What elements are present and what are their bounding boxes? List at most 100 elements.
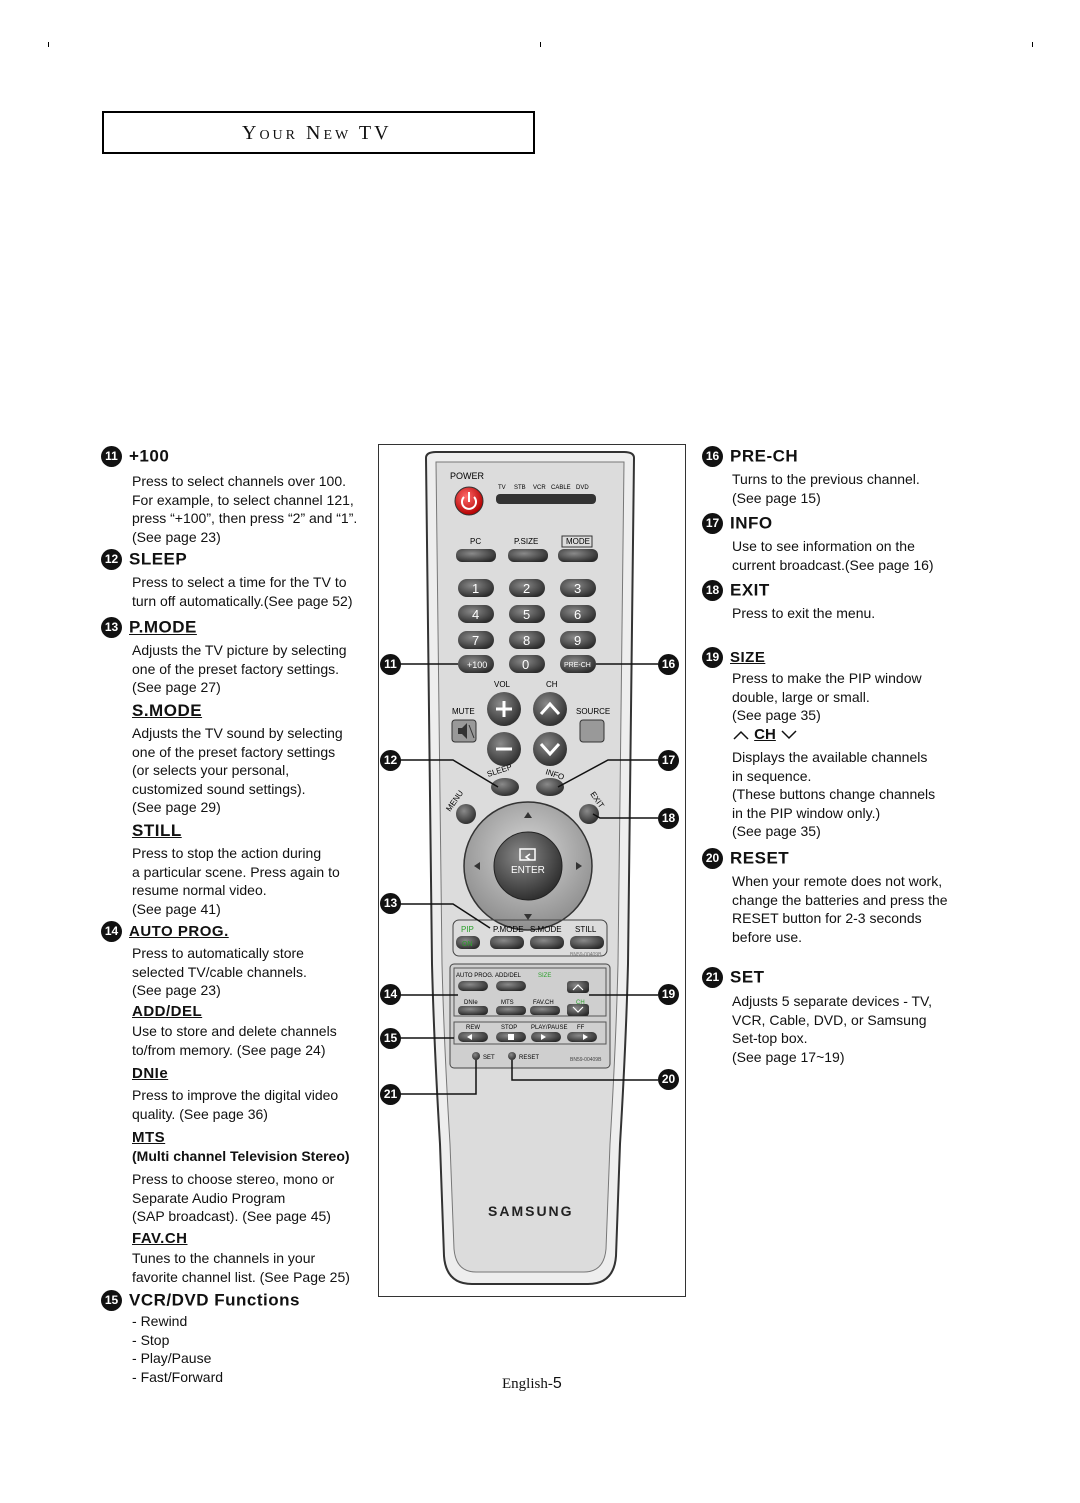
- info-button[interactable]: [536, 778, 564, 796]
- still-button[interactable]: [570, 936, 604, 949]
- digit-3-button[interactable]: [560, 579, 596, 597]
- pip-ch-down-button[interactable]: [567, 1004, 589, 1016]
- mode-select-button[interactable]: [558, 549, 598, 562]
- psize-button[interactable]: [508, 549, 548, 562]
- subsection-title: S.MODE: [132, 701, 203, 720]
- digit-6-button[interactable]: [560, 605, 596, 623]
- section-number: 18: [702, 580, 723, 601]
- ff-label: FF: [577, 1025, 585, 1031]
- chevron-up-icon: [733, 730, 749, 740]
- device-dvd: DVD: [576, 485, 589, 491]
- play-pause-label: PLAY/PAUSE: [531, 1025, 567, 1031]
- section-body: Press to exit the menu.: [732, 605, 876, 621]
- digit-5-button[interactable]: [509, 605, 545, 623]
- stop-label: STOP: [501, 1025, 517, 1031]
- nav-left-icon: [474, 862, 480, 870]
- pip-ch-up-button[interactable]: [567, 981, 589, 993]
- fast-forward-button[interactable]: [567, 1032, 597, 1042]
- section-title: RESET: [730, 848, 790, 868]
- list-item: Rewind: [132, 1312, 223, 1331]
- fav-ch-button[interactable]: [530, 1006, 560, 1015]
- callout-21: 21: [380, 1084, 401, 1105]
- remote-figure-frame: [378, 444, 686, 1297]
- digit-2-button[interactable]: [509, 579, 545, 597]
- section-number: 21: [702, 967, 723, 988]
- section-body: Press to automatically store selected TV…: [132, 945, 307, 998]
- pip-on-button[interactable]: [456, 936, 480, 949]
- section-number: 17: [702, 513, 723, 534]
- exit-button[interactable]: [579, 804, 599, 824]
- callout-12: 12: [380, 750, 401, 771]
- sleep-button[interactable]: [491, 778, 519, 796]
- digit-4-button[interactable]: [458, 605, 494, 623]
- mode-button[interactable]: [561, 535, 593, 548]
- smode-button[interactable]: [530, 936, 564, 949]
- digit-4-label: 4: [472, 607, 479, 622]
- section-title: +100: [129, 446, 170, 466]
- digit-9-button[interactable]: [560, 631, 596, 649]
- callout-14: 14: [380, 984, 401, 1005]
- digit-1-label: 1: [472, 581, 479, 596]
- nav-down-icon: [524, 914, 532, 920]
- section-body: Adjusts 5 separate devices - TV, VCR, Ca…: [732, 993, 932, 1065]
- chevron-up-icon: [539, 701, 561, 716]
- section-title: VCR/DVD Functions: [129, 1290, 300, 1310]
- pc-button[interactable]: [456, 549, 496, 562]
- page-footer: English-5: [502, 1375, 562, 1393]
- ch-down-button[interactable]: [533, 732, 567, 766]
- ch-subsection-title: CH: [732, 726, 798, 743]
- set-button[interactable]: [472, 1052, 480, 1060]
- model-code: BN59-00409B: [570, 952, 602, 958]
- vcr-functions-list: Rewind Stop Play/Pause Fast/Forward: [132, 1312, 223, 1386]
- section-size: 19 SIZE: [702, 647, 765, 668]
- device-selector-button[interactable]: [496, 494, 596, 504]
- prech-button[interactable]: [560, 655, 596, 673]
- digit-7-button[interactable]: [458, 631, 494, 649]
- plus100-button[interactable]: [458, 655, 494, 673]
- callout-20: 20: [658, 1069, 679, 1090]
- pip-ch-label: CH: [576, 1000, 585, 1006]
- section-title: P.MODE: [129, 617, 197, 637]
- section-body: Turns to the previous channel. (See page…: [732, 471, 920, 506]
- auto-prog-button[interactable]: [458, 981, 488, 991]
- section-plus100: 11+100: [101, 446, 169, 467]
- subsection-body: Press to improve the digital video quali…: [132, 1087, 339, 1122]
- mts-button[interactable]: [496, 1006, 526, 1015]
- source-button[interactable]: [579, 719, 605, 743]
- enter-label: ENTER: [511, 865, 545, 876]
- add-del-button[interactable]: [496, 981, 526, 991]
- dnie-button[interactable]: [458, 1006, 488, 1015]
- section-body: When your remote does not work, change t…: [732, 873, 948, 945]
- rewind-button[interactable]: [458, 1032, 488, 1042]
- reset-button[interactable]: [508, 1052, 516, 1060]
- digit-8-button[interactable]: [509, 631, 545, 649]
- pmode-label: P.MODE: [493, 925, 524, 934]
- plus-icon: [496, 701, 512, 717]
- ch-up-button[interactable]: [533, 692, 567, 726]
- pmode-button[interactable]: [490, 936, 524, 949]
- subsection-body: Press to stop the action during a partic…: [132, 845, 340, 917]
- enter-button[interactable]: [493, 831, 563, 901]
- digit-1-button[interactable]: [458, 579, 494, 597]
- digit-0-button[interactable]: [509, 655, 545, 673]
- section-number: 19: [702, 647, 723, 668]
- section-number: 12: [101, 549, 122, 570]
- nav-right-icon: [576, 862, 582, 870]
- section-number: 13: [101, 617, 122, 638]
- digit-3-label: 3: [574, 581, 581, 596]
- crop-mark: [1032, 42, 1033, 47]
- enter-icon: [519, 848, 536, 861]
- ch-label: CH: [546, 680, 558, 689]
- pc-label: PC: [470, 537, 481, 546]
- add-del-label: ADD/DEL: [495, 973, 522, 979]
- model-code: BN59-00409B: [570, 1057, 602, 1063]
- menu-button[interactable]: [456, 804, 476, 824]
- section-pmode: 13 P.MODE: [101, 617, 197, 638]
- fav-ch-label: FAV.CH: [533, 1000, 554, 1006]
- psize-label: P.SIZE: [514, 537, 538, 546]
- section-title: SIZE: [730, 649, 766, 666]
- subsection-body: Adjusts the TV sound by selecting one of…: [132, 725, 343, 815]
- device-tv: TV: [498, 485, 506, 491]
